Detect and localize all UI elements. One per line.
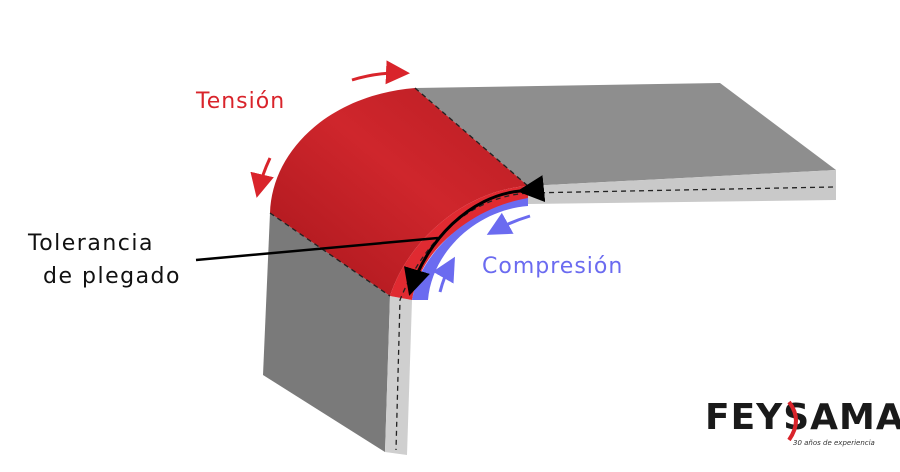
- vertical-flange-edge: [385, 296, 412, 455]
- bend-allowance-label-line2: de plegado: [43, 264, 181, 289]
- feysama-logo: FEYSAMA 30 años de experiencia: [705, 400, 900, 456]
- compression-arrow-top: [486, 212, 531, 235]
- vertical-flange-face: [263, 213, 390, 452]
- bend-allowance-label-line1: Tolerancia: [28, 231, 154, 256]
- tension-zone: [270, 88, 528, 296]
- logo-tagline: 30 años de experiencia: [793, 439, 875, 447]
- bend-allowance-arc: [404, 175, 546, 296]
- compression-label: Compresión: [482, 254, 624, 279]
- compression-arrow-bottom: [432, 256, 455, 293]
- tension-arrow-top: [351, 60, 410, 85]
- bend-allowance-leader: [195, 236, 439, 262]
- tension-arrow-left: [250, 157, 274, 198]
- top-flange-face: [415, 83, 836, 186]
- logo-wordmark: FEYSAMA: [705, 397, 900, 438]
- tension-label: Tensión: [196, 89, 286, 114]
- top-flange-edge: [528, 170, 836, 204]
- logo-swoosh-icon: [787, 400, 798, 442]
